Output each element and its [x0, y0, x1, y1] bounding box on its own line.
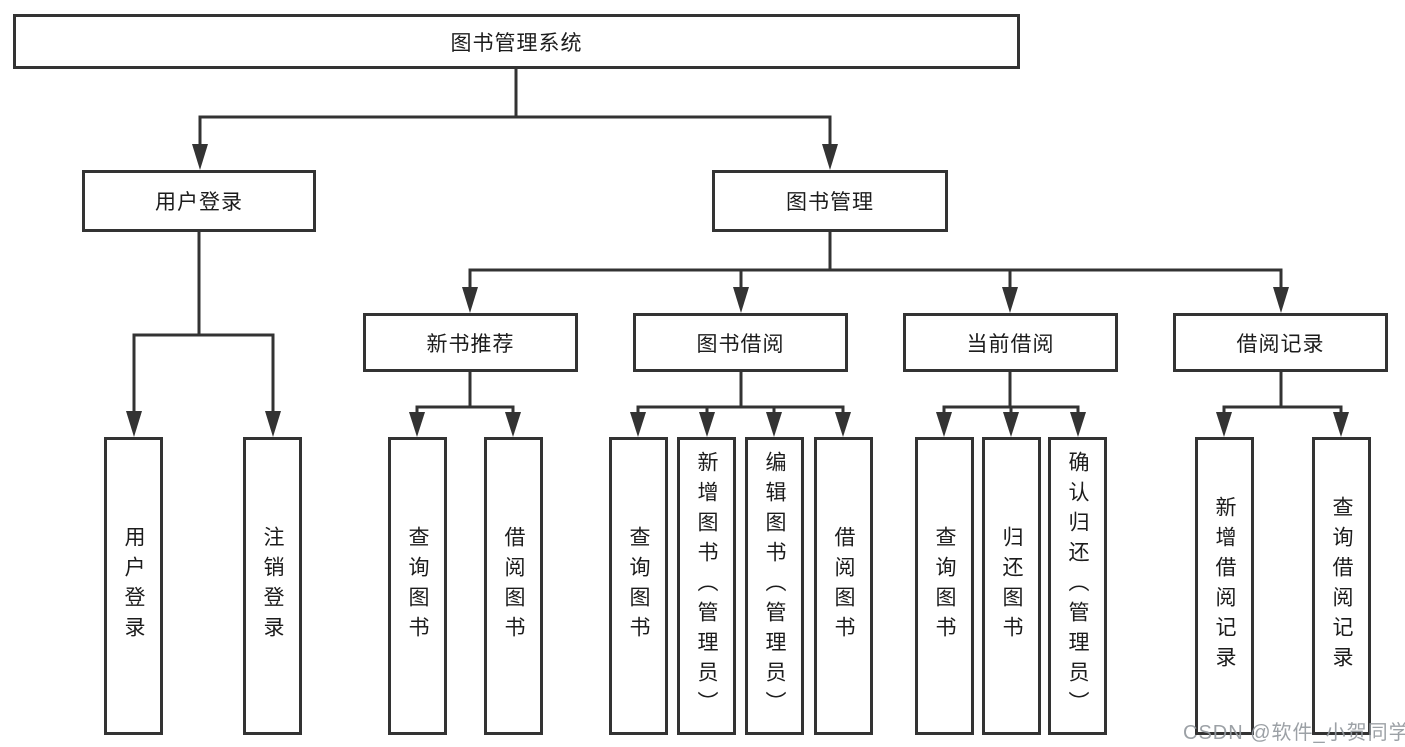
- leaf-cb-query-book: 查询图书: [915, 437, 974, 735]
- leaf-br-add-record: 新增借阅记录: [1195, 437, 1254, 735]
- leaf-cb-return-book: 归还图书: [982, 437, 1041, 735]
- arrowheads: [126, 144, 1349, 437]
- leaf-label: 注销登录: [261, 526, 284, 646]
- leaf-nbr-query-book: 查询图书: [388, 437, 447, 735]
- leaf-br-query-record: 查询借阅记录: [1312, 437, 1371, 735]
- leaf-label: 借阅图书: [502, 526, 525, 646]
- leaf-user-login: 用户登录: [104, 437, 163, 735]
- leaf-bb-query-book: 查询图书: [609, 437, 668, 735]
- leaf-bb-edit-book-admin: 编辑图书（管理员）: [745, 437, 804, 735]
- csdn-watermark: CSDN @软件_小贺同学: [1183, 722, 1405, 744]
- leaf-nbr-borrow-book: 借阅图书: [484, 437, 543, 735]
- leaf-label: 查询图书: [406, 526, 429, 646]
- node-book-borrow: 图书借阅: [633, 313, 848, 372]
- node-borrow-records: 借阅记录: [1173, 313, 1388, 372]
- leaf-label: 新增借阅记录: [1213, 496, 1236, 676]
- node-new-book-recommend: 新书推荐: [363, 313, 578, 372]
- leaf-label: 查询图书: [627, 526, 650, 646]
- node-root-system: 图书管理系统: [13, 14, 1020, 69]
- leaf-logout: 注销登录: [243, 437, 302, 735]
- leaf-label: 查询图书: [933, 526, 956, 646]
- leaf-label: 用户登录: [122, 526, 145, 646]
- leaf-label: 借阅图书: [832, 526, 855, 646]
- leaf-label: 查询借阅记录: [1330, 496, 1353, 676]
- leaf-label: 新增图书（管理员）: [695, 451, 718, 721]
- leaf-bb-add-book-admin: 新增图书（管理员）: [677, 437, 736, 735]
- node-user-login-branch: 用户登录: [82, 170, 316, 232]
- leaf-label: 确认归还（管理员）: [1066, 451, 1089, 721]
- leaf-label: 编辑图书（管理员）: [763, 451, 786, 721]
- node-book-management-branch: 图书管理: [712, 170, 948, 232]
- node-current-borrow: 当前借阅: [903, 313, 1118, 372]
- leaf-bb-borrow-book: 借阅图书: [814, 437, 873, 735]
- leaf-cb-confirm-return-admin: 确认归还（管理员）: [1048, 437, 1107, 735]
- leaf-label: 归还图书: [1000, 526, 1023, 646]
